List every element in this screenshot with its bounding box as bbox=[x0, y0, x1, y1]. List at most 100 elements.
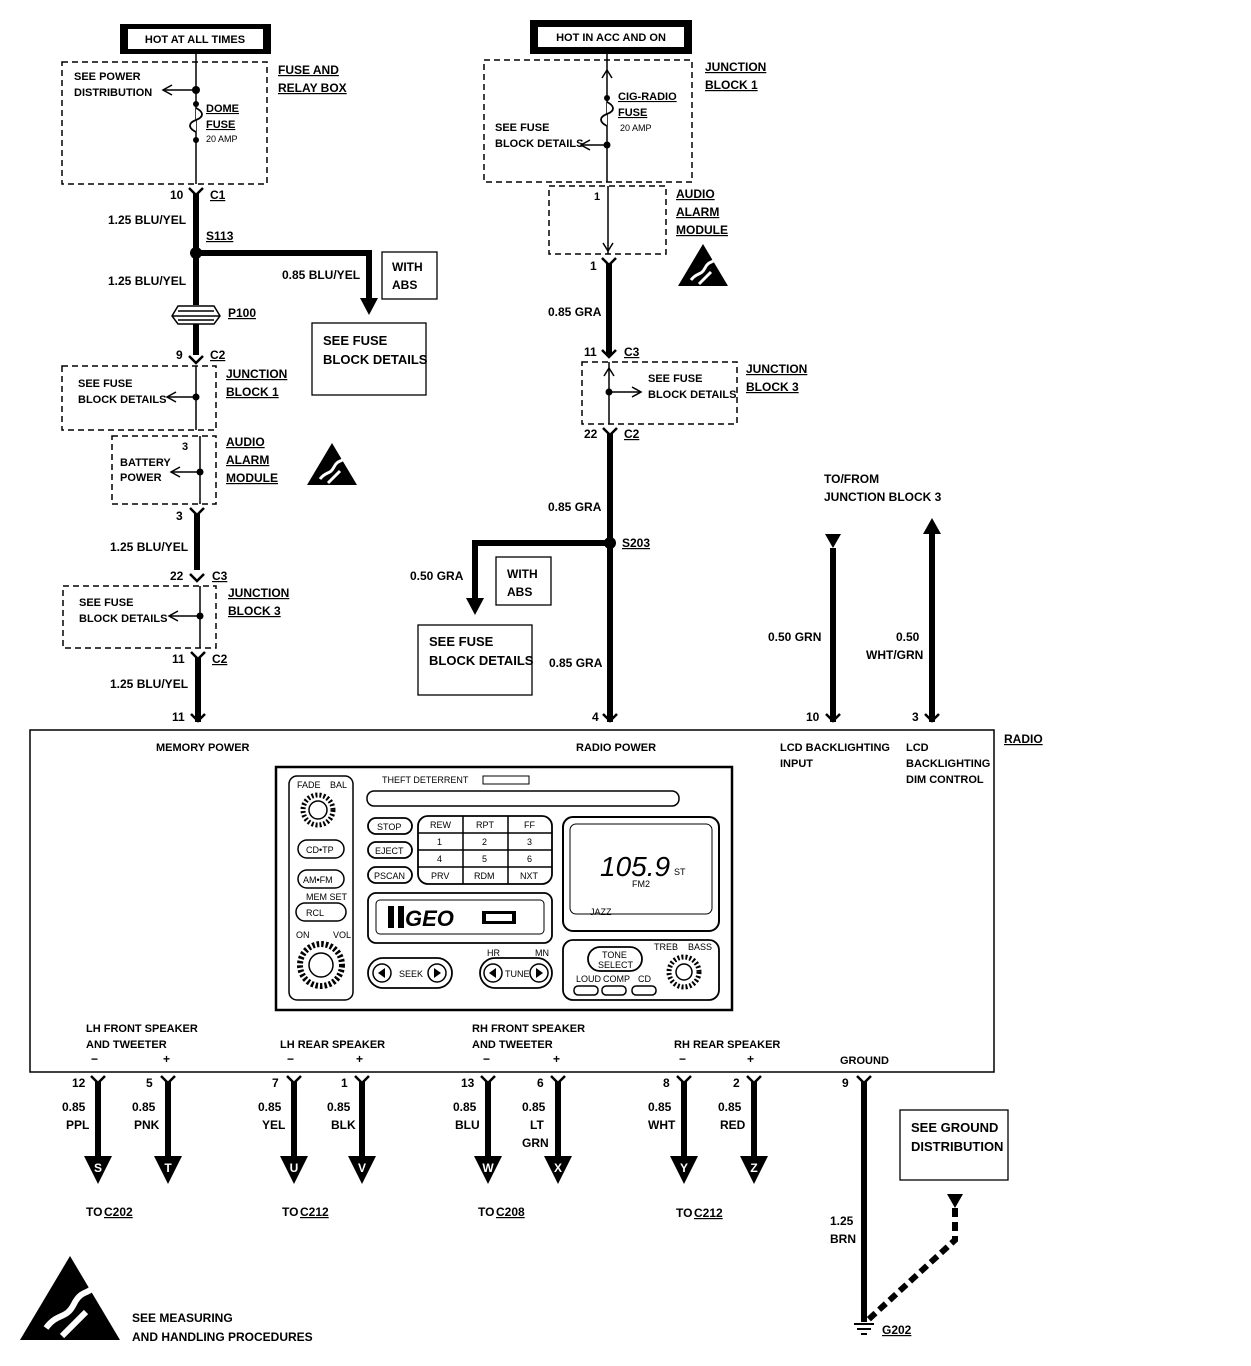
svg-text:T: T bbox=[164, 1161, 172, 1175]
svg-text:RELAY BOX: RELAY BOX bbox=[278, 81, 347, 95]
svg-text:S113: S113 bbox=[206, 229, 234, 243]
svg-text:PNK: PNK bbox=[134, 1118, 160, 1132]
inline-connector-p100 bbox=[171, 305, 221, 325]
ground-g202: G202 bbox=[882, 1323, 912, 1337]
svg-text:HR: HR bbox=[487, 948, 500, 958]
svg-text:ABS: ABS bbox=[507, 585, 532, 599]
svg-text:Y: Y bbox=[680, 1161, 688, 1175]
svg-text:RED: RED bbox=[720, 1118, 746, 1132]
svg-text:LOUD: LOUD bbox=[576, 974, 602, 984]
svg-text:20 AMP: 20 AMP bbox=[206, 134, 238, 144]
svg-text:1: 1 bbox=[590, 259, 597, 273]
svg-text:SEE GROUND: SEE GROUND bbox=[911, 1120, 998, 1135]
svg-text:3: 3 bbox=[176, 509, 183, 523]
svg-text:SELECT: SELECT bbox=[598, 960, 634, 970]
svg-text:MODULE: MODULE bbox=[226, 471, 278, 485]
svg-text:6: 6 bbox=[537, 1076, 544, 1090]
svg-text:ALARM: ALARM bbox=[226, 453, 269, 467]
speaker-wire-z: 2 Z 0.85 RED bbox=[718, 1074, 768, 1184]
svg-text:TO: TO bbox=[282, 1205, 298, 1219]
esd-icon bbox=[305, 441, 359, 487]
junction-block-1-right bbox=[483, 59, 693, 183]
connector-c1: C1 bbox=[210, 188, 226, 202]
svg-text:CD: CD bbox=[638, 974, 651, 984]
svg-text:−: − bbox=[679, 1052, 686, 1066]
svg-text:RH FRONT SPEAKER: RH FRONT SPEAKER bbox=[472, 1023, 585, 1035]
dome-fuse-icon bbox=[189, 107, 203, 133]
svg-text:LCD: LCD bbox=[906, 742, 929, 754]
ground-symbol-icon bbox=[854, 1323, 874, 1335]
svg-text:BATTERY: BATTERY bbox=[120, 457, 171, 469]
svg-text:THEFT DETERRENT: THEFT DETERRENT bbox=[382, 775, 469, 785]
radio-title: RADIO bbox=[1004, 732, 1043, 746]
svg-text:2: 2 bbox=[482, 837, 487, 847]
svg-text:4: 4 bbox=[437, 854, 442, 864]
svg-text:9: 9 bbox=[842, 1076, 849, 1090]
svg-text:FADE: FADE bbox=[297, 780, 321, 790]
svg-text:CD•TP: CD•TP bbox=[306, 845, 334, 855]
svg-text:PPL: PPL bbox=[66, 1118, 89, 1132]
svg-text:GRN: GRN bbox=[522, 1136, 549, 1150]
svg-text:BLOCK DETAILS: BLOCK DETAILS bbox=[429, 653, 534, 668]
svg-text:WHT: WHT bbox=[648, 1118, 676, 1132]
svg-text:SEE FUSE: SEE FUSE bbox=[78, 378, 132, 390]
fuse-box-note: SEE POWER bbox=[74, 71, 141, 83]
svg-text:SEE MEASURING: SEE MEASURING bbox=[132, 1311, 233, 1325]
esd-large-icon bbox=[20, 1256, 120, 1340]
svg-text:TUNE: TUNE bbox=[505, 969, 530, 979]
svg-text:0.85: 0.85 bbox=[132, 1100, 156, 1114]
svg-text:0.85: 0.85 bbox=[258, 1100, 282, 1114]
svg-text:Z: Z bbox=[750, 1161, 757, 1175]
speaker-wire-s: 12 S 0.85 PPL bbox=[62, 1074, 112, 1184]
esd-icon bbox=[676, 242, 730, 288]
svg-text:2: 2 bbox=[733, 1076, 740, 1090]
svg-text:ON: ON bbox=[296, 930, 310, 940]
see-fuse-block-box-left bbox=[311, 322, 427, 396]
svg-text:4: 4 bbox=[592, 710, 599, 724]
svg-text:22: 22 bbox=[584, 427, 598, 441]
svg-text:V: V bbox=[358, 1161, 366, 1175]
svg-text:BLOCK 1: BLOCK 1 bbox=[226, 385, 279, 399]
svg-text:0.85: 0.85 bbox=[522, 1100, 546, 1114]
svg-text:AND HANDLING PROCEDURES: AND HANDLING PROCEDURES bbox=[132, 1330, 313, 1344]
svg-text:0.50: 0.50 bbox=[896, 630, 920, 644]
svg-text:FUSE: FUSE bbox=[206, 119, 235, 131]
svg-text:SEE FUSE: SEE FUSE bbox=[79, 597, 133, 609]
svg-text:10: 10 bbox=[806, 710, 820, 724]
svg-text:0.85: 0.85 bbox=[718, 1100, 742, 1114]
see-fuse-block-box-right bbox=[417, 624, 533, 696]
see-ground-distribution-box bbox=[899, 1109, 1009, 1181]
svg-text:P100: P100 bbox=[228, 306, 256, 320]
svg-text:−: − bbox=[91, 1052, 98, 1066]
svg-text:BASS: BASS bbox=[688, 942, 712, 952]
svg-text:X: X bbox=[554, 1161, 562, 1175]
svg-text:JUNCTION: JUNCTION bbox=[228, 586, 289, 600]
fuse-relay-box bbox=[61, 61, 268, 185]
svg-text:SEE FUSE: SEE FUSE bbox=[323, 333, 388, 348]
svg-text:6: 6 bbox=[527, 854, 532, 864]
svg-text:GROUND: GROUND bbox=[840, 1055, 889, 1067]
left-circuit: HOT AT ALL TIMES SEE POWER DISTRIBUTION … bbox=[61, 24, 438, 724]
svg-text:RCL: RCL bbox=[306, 908, 324, 918]
svg-text:AUDIO: AUDIO bbox=[226, 435, 265, 449]
svg-text:0.85: 0.85 bbox=[327, 1100, 351, 1114]
svg-text:0.50 GRA: 0.50 GRA bbox=[410, 569, 464, 583]
speaker-wire-u: 7 U 0.85 YEL bbox=[258, 1074, 308, 1184]
svg-text:11: 11 bbox=[584, 345, 597, 359]
svg-text:0.85 BLU/YEL: 0.85 BLU/YEL bbox=[282, 268, 360, 282]
speaker-wire-t: 5 T 0.85 PNK bbox=[132, 1074, 182, 1184]
svg-text:LCD BACKLIGHTING: LCD BACKLIGHTING bbox=[780, 742, 890, 754]
svg-text:11: 11 bbox=[172, 710, 185, 724]
esd-note: SEE MEASURING AND HANDLING PROCEDURES bbox=[20, 1256, 313, 1344]
svg-text:W: W bbox=[482, 1161, 494, 1175]
svg-text:S: S bbox=[94, 1161, 102, 1175]
svg-text:TO/FROM: TO/FROM bbox=[824, 472, 879, 486]
svg-text:BLU: BLU bbox=[455, 1118, 480, 1132]
speaker-wire-x: 6 X 0.85 LT GRN bbox=[522, 1074, 572, 1184]
geo-logo: GEO bbox=[405, 906, 454, 931]
svg-text:1.25 BLU/YEL: 1.25 BLU/YEL bbox=[110, 540, 188, 554]
svg-text:MN: MN bbox=[535, 948, 549, 958]
svg-text:0.85 GRA: 0.85 GRA bbox=[549, 656, 603, 670]
svg-text:JAZZ: JAZZ bbox=[590, 907, 612, 917]
dome-fuse-label: DOME bbox=[206, 103, 239, 115]
